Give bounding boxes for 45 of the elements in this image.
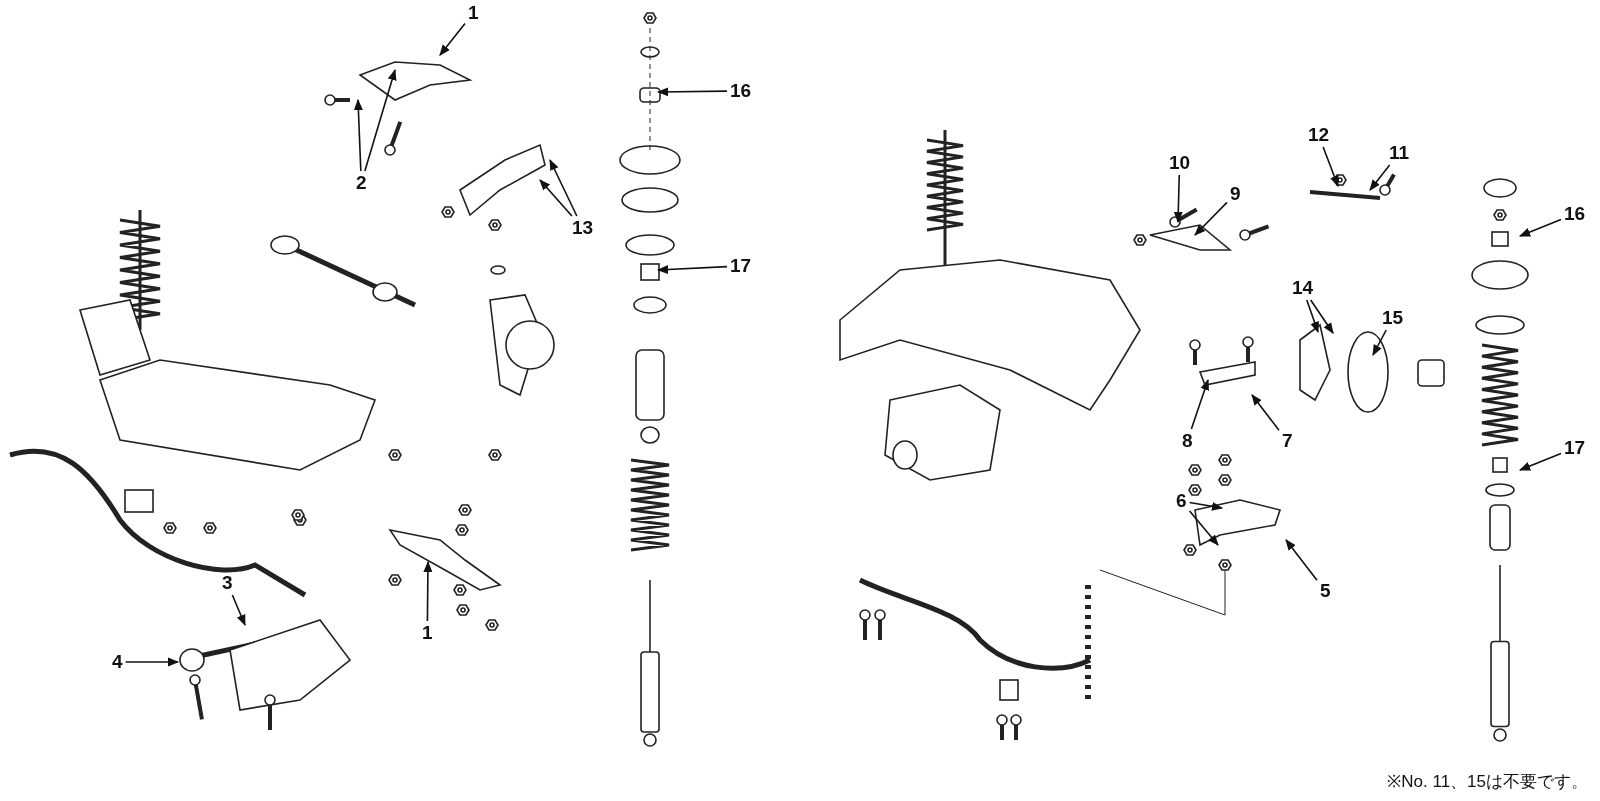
leader-line [1190,378,1209,430]
callout-number: 14 [1290,277,1316,299]
leader-line [1309,299,1334,334]
leader-line [1306,299,1319,334]
callout-number: 12 [1306,124,1332,146]
leader-line [656,87,728,97]
leader-line [656,265,728,274]
callout-number: 17 [728,255,754,277]
leader-line [1188,501,1224,511]
callout-number: 13 [570,217,596,239]
footnote: ※No. 11、15は不要です。 [1387,771,1588,793]
callout-number: 11 [1387,142,1412,164]
leader-line [1518,218,1562,237]
callout-number: 17 [1562,437,1588,459]
callout-number: 8 [1180,430,1195,452]
callout-number: 16 [1562,203,1588,225]
leader-line [539,179,573,217]
callout-number: 1 [466,2,481,24]
callout-number: 16 [728,80,754,102]
leader-line [1251,394,1280,431]
leader-line [1369,164,1391,191]
leader-line [1173,174,1183,224]
leader-line [124,657,180,667]
leader-line [549,159,578,217]
callout-number: 10 [1167,152,1193,174]
leader-line [1188,510,1219,546]
callout-number: 5 [1318,580,1333,602]
callout-number: 3 [220,572,235,594]
callout-number: 9 [1228,183,1243,205]
callout-number: 1 [420,622,435,644]
callout-number: 4 [110,651,125,673]
callout-number: 2 [354,172,369,194]
leader-line [1322,146,1339,188]
leader-line [423,560,433,622]
leader-line [353,98,363,172]
leader-line [1194,201,1228,236]
leader-line [439,22,466,56]
leader-line [364,68,397,172]
leader-line [231,594,246,627]
leader-line [1285,539,1318,582]
leader-line [1518,452,1562,471]
leader-line [1372,329,1387,356]
callout-number: 7 [1280,430,1295,452]
callout-number: 15 [1380,307,1406,329]
callout-number: 6 [1174,490,1189,512]
